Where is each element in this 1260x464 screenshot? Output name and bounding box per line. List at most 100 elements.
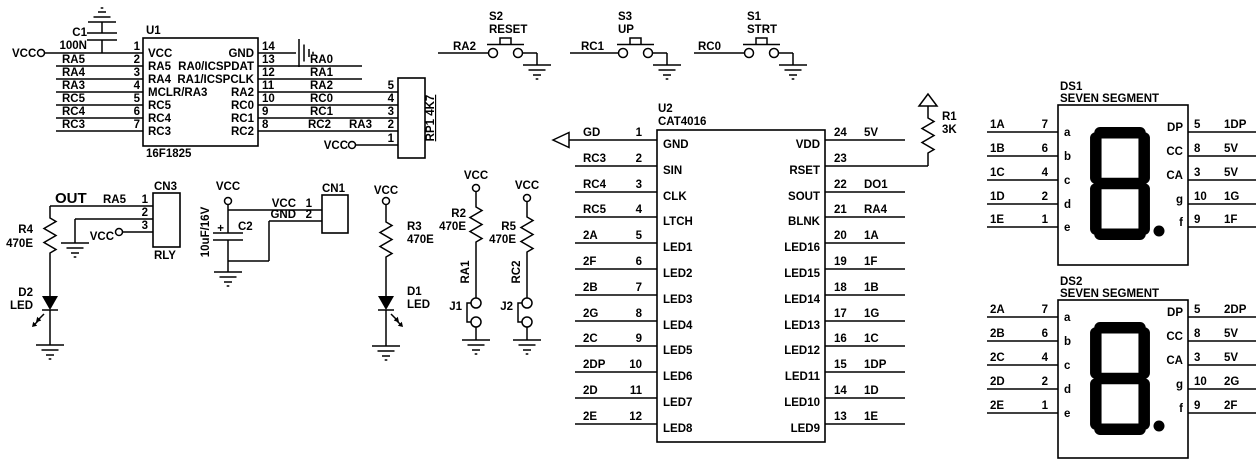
net-label: RC1 xyxy=(581,41,605,53)
ground-symbol xyxy=(461,339,491,355)
ds2-part: SEVEN SEGMENT xyxy=(1060,288,1159,300)
u2-pin-name: RSET xyxy=(789,165,820,177)
net-label: 1B xyxy=(990,143,1005,155)
u2-pin-num: 18 xyxy=(834,282,847,294)
capacitor-c1: C1 100N xyxy=(60,7,118,53)
ds1-part: SEVEN SEGMENT xyxy=(1060,93,1159,105)
r1-ref: R1 xyxy=(942,111,957,123)
u1-ref: U1 xyxy=(146,25,161,37)
ds2-pin-name: d xyxy=(1064,384,1071,396)
u2-pin-name: LED13 xyxy=(784,320,820,332)
resistor-r3-led-d1: VCC R3 470E D1 LED xyxy=(371,185,434,361)
net-label: 2D xyxy=(990,376,1005,388)
vcc-symbol xyxy=(471,183,481,193)
u2-pin-name: LED8 xyxy=(663,423,693,435)
net-label: 2C xyxy=(583,333,598,345)
ds1-pin-name: CA xyxy=(1166,170,1183,182)
net-label: RC4 xyxy=(62,106,86,118)
d1-ref: D1 xyxy=(407,286,422,298)
net-label: RC3 xyxy=(583,153,606,165)
net-label: RA1 xyxy=(310,67,334,79)
u1-pin-name: RA4 xyxy=(148,74,172,86)
u2-pin-num: 4 xyxy=(636,204,643,216)
net-label: RA3 xyxy=(349,119,372,131)
s1-function: STRT xyxy=(747,24,777,36)
ds2-pin-num: 2 xyxy=(1042,376,1048,388)
u2-pin-name: LED15 xyxy=(784,268,820,280)
u1-pin-name: RA1/ICSPCLK xyxy=(177,74,254,86)
u1-pin-num: 8 xyxy=(262,119,269,131)
net-label: RA2 xyxy=(310,80,333,92)
display-ds1: DS1 SEVEN SEGMENT 1A 1B 1C 1D 1E 7 6 4 2… xyxy=(987,81,1256,266)
vcc-label: VCC xyxy=(12,48,36,60)
relay-output: OUT RA5 CN3 RLY 1 2 3 VCC xyxy=(50,181,181,262)
ground-symbol xyxy=(213,271,243,287)
ds1-pin-name: DP xyxy=(1167,122,1183,134)
u1-pin-num: 12 xyxy=(262,67,275,79)
led-symbol xyxy=(42,296,58,310)
c2-ref: C2 xyxy=(238,221,253,233)
led-ray-icon xyxy=(394,318,404,328)
ds1-ref: DS1 xyxy=(1060,81,1083,93)
net-label: GD xyxy=(583,127,600,139)
net-label: 1D xyxy=(990,191,1005,203)
u2-pin-num: 2 xyxy=(636,153,642,165)
cn3-pin-num: 1 xyxy=(142,194,149,206)
net-label: 2F xyxy=(1224,400,1237,412)
s2-function: RESET xyxy=(489,24,527,36)
net-label: DO1 xyxy=(864,179,888,191)
net-label: 2DP xyxy=(1224,304,1247,316)
pushbutton-symbol xyxy=(486,37,525,59)
net-label: 2C xyxy=(990,352,1005,364)
ds1-pin-num: 6 xyxy=(1042,143,1048,155)
net-label: 1F xyxy=(1224,214,1237,226)
u2-pin-num: 14 xyxy=(834,385,847,397)
net-label: RA2 xyxy=(453,41,476,53)
u2-pin-name: LED11 xyxy=(785,371,821,383)
net-label: RA5 xyxy=(103,194,127,206)
resnet-rp1: RP1 4K7 5 4 3 2 1 VCC xyxy=(324,77,437,159)
jumper-symbol xyxy=(466,297,482,328)
u2-body xyxy=(656,129,826,443)
net-label: RC0 xyxy=(698,41,721,53)
u2-pin-name: LED12 xyxy=(784,345,820,357)
u1-pin-name: RA2 xyxy=(231,87,254,99)
cn3-ref: CN3 xyxy=(154,181,177,193)
ground-symbol xyxy=(512,339,542,355)
net-label: 2B xyxy=(583,282,598,294)
cn1-pin-name: GND xyxy=(270,209,296,221)
u2-pin-num: 20 xyxy=(834,230,847,242)
u1-pin-name: RC2 xyxy=(231,126,254,138)
u2-pin-num: 23 xyxy=(834,153,847,165)
r5-value: 470E xyxy=(489,234,516,246)
ds1-pin-name: e xyxy=(1064,222,1070,234)
u1-pin-num: 11 xyxy=(262,80,275,92)
s2-ref: S2 xyxy=(489,11,503,23)
ground-symbol xyxy=(60,242,90,258)
ds2-pin-num: 3 xyxy=(1194,352,1200,364)
ds2-pin-name: CC xyxy=(1166,331,1183,343)
u1-pin-name: RC3 xyxy=(148,126,171,138)
u2-pin-name: LED16 xyxy=(784,242,820,254)
cn3-value: RLY xyxy=(154,250,176,262)
net-label: 1DP xyxy=(864,359,887,371)
net-label: 2B xyxy=(990,328,1005,340)
net-label: RC5 xyxy=(583,204,607,216)
net-label: 5V xyxy=(1224,328,1238,340)
ds1-pin-num: 4 xyxy=(1042,167,1049,179)
u2-wires xyxy=(551,131,928,425)
resistor-symbol xyxy=(43,213,57,259)
u1-pin-num: 3 xyxy=(134,67,140,79)
j2-ref: J2 xyxy=(500,301,513,313)
ds1-pin-num: 10 xyxy=(1194,191,1207,203)
ds2-pin-num: 1 xyxy=(1042,400,1049,412)
ds2-pin-name: CA xyxy=(1166,355,1183,367)
ds2-pin-name: e xyxy=(1064,408,1070,420)
capacitor-symbol xyxy=(86,32,118,41)
net-label: RC3 xyxy=(62,119,85,131)
net-label: RC2 xyxy=(308,119,331,131)
s1-ref: S1 xyxy=(747,11,762,23)
net-label: 2A xyxy=(583,230,598,242)
ground-symbol xyxy=(522,64,552,80)
vcc-label: VCC xyxy=(324,140,348,152)
